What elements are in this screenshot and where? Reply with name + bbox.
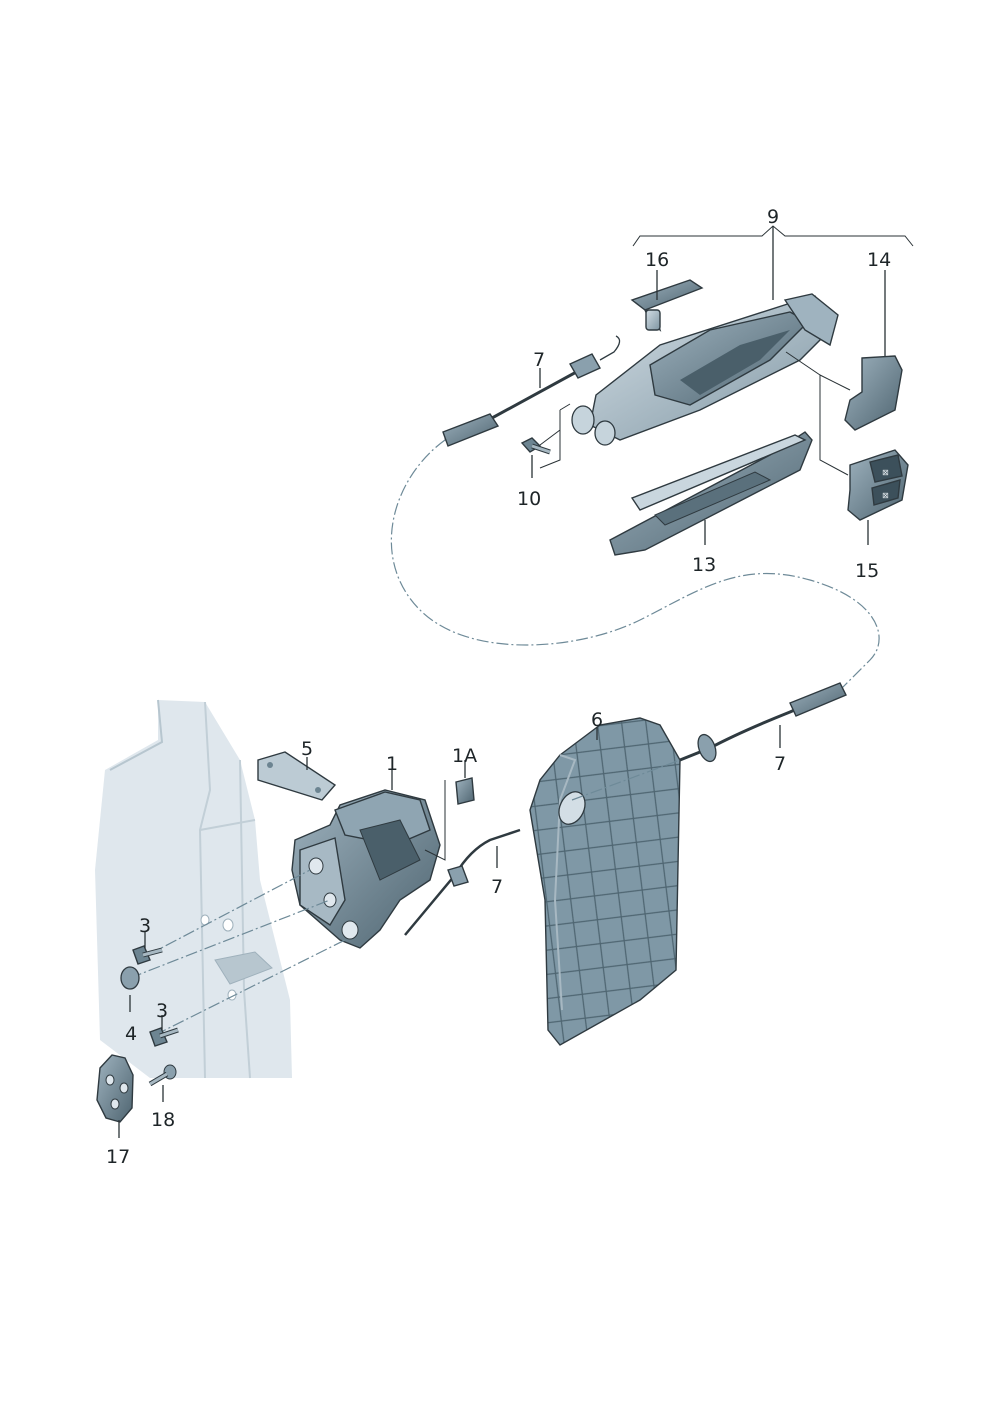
assembly-line-lower bbox=[154, 939, 346, 1036]
callout-13: 13 bbox=[692, 554, 716, 576]
callout-4: 4 bbox=[125, 1023, 137, 1045]
part-4-cap bbox=[120, 966, 140, 1012]
group-9-bracket bbox=[632, 225, 914, 300]
callout-1: 1 bbox=[386, 753, 398, 775]
callout-10: 10 bbox=[517, 488, 541, 510]
svg-text:⊠: ⊠ bbox=[882, 468, 889, 477]
part-15-switch-unit: ⊠ ⊠ bbox=[847, 449, 909, 545]
callout-3-upper: 3 bbox=[139, 915, 151, 937]
callout-7-right: 7 bbox=[774, 753, 786, 775]
callout-16: 16 bbox=[645, 249, 669, 271]
part-9-door-handle-housing bbox=[539, 293, 851, 476]
part-3-lower-screw bbox=[149, 1015, 179, 1047]
assembly-line-middle bbox=[129, 899, 331, 979]
door-shell-panel bbox=[95, 699, 292, 1079]
callout-14: 14 bbox=[867, 249, 891, 271]
callout-7-middle: 7 bbox=[491, 876, 503, 898]
callout-15: 15 bbox=[855, 560, 879, 582]
part-1a-cover-cap bbox=[455, 760, 475, 805]
callout-1a: 1A bbox=[452, 745, 477, 767]
callout-17: 17 bbox=[106, 1146, 130, 1168]
callout-3-lower: 3 bbox=[156, 1000, 168, 1022]
part-14-end-cap bbox=[844, 270, 903, 431]
part-16-switch-cover bbox=[630, 270, 704, 332]
part-17-striker-plate bbox=[96, 1054, 134, 1138]
part-7-lower-right-cable bbox=[679, 682, 847, 763]
svg-text:⊠: ⊠ bbox=[882, 491, 889, 500]
part-3-upper-screw bbox=[132, 932, 163, 965]
part-1-door-lock bbox=[291, 770, 446, 949]
part-6-door-trim-panel bbox=[529, 717, 681, 1046]
callout-9: 9 bbox=[767, 206, 779, 228]
part-5-cover-plate bbox=[257, 751, 337, 801]
cable-routing-path bbox=[390, 439, 880, 691]
part-7-upper-cable bbox=[442, 335, 621, 447]
callout-18: 18 bbox=[151, 1109, 175, 1131]
part-7-lower-middle-cable bbox=[404, 828, 521, 936]
callout-6: 6 bbox=[591, 709, 603, 731]
part-10-screw bbox=[520, 437, 551, 478]
part-18-bolt bbox=[148, 1064, 177, 1102]
callout-5: 5 bbox=[301, 738, 313, 760]
callout-7-upper: 7 bbox=[533, 349, 545, 371]
assembly-line-upper bbox=[147, 869, 311, 956]
part-13-handle-trim bbox=[609, 431, 813, 556]
